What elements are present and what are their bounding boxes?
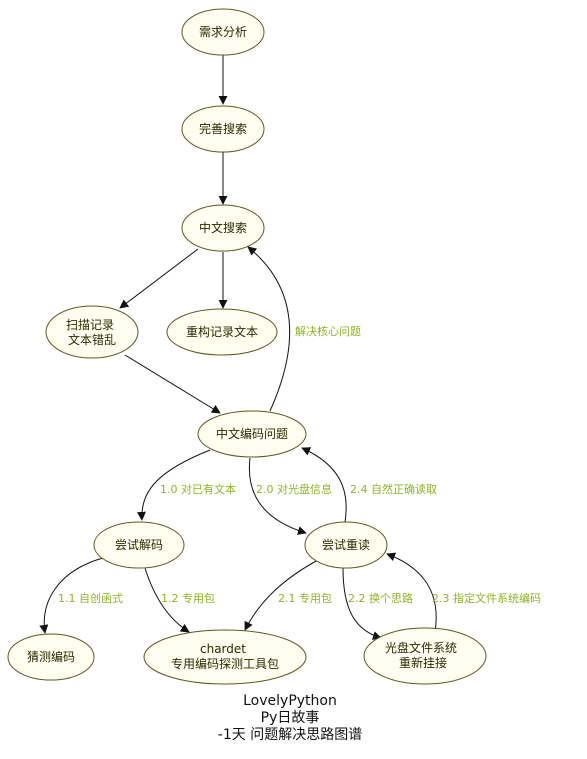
node-chardet: chardet 专用编码探测工具包 [143,629,307,685]
node-requirements-label: 需求分析 [199,25,247,39]
edge-try-reread-to-chardet [244,559,319,631]
edge-label-package-2: 2.1 专用包 [278,591,332,605]
edge-label-package-1: 1.2 专用包 [161,591,215,605]
node-try-reread-label: 尝试重读 [322,537,370,552]
node-encoding-problem-label: 中文编码问题 [216,426,288,441]
edge-label-disc-info: 2.0 对光盘信息 [256,482,332,496]
node-scan-records-line1: 扫描记录 [66,318,114,332]
edge-chinese-search-to-scan [119,248,199,309]
edge-label-own-function: 1.1 自创函式 [58,592,123,605]
edge-label-specify-fs: 2.3 指定文件系统编码 [432,591,541,605]
node-disc-fs-line2: 重新挂接 [399,655,447,670]
edge-label-another-idea: 2.2 换个思路 [348,591,413,605]
edge-label-existing-text: 1.0 对已有文本 [160,482,236,496]
node-rebuild-text-label: 重构记录文本 [186,324,258,339]
node-chardet-line2: 专用编码探测工具包 [171,656,279,671]
node-improve-search-label: 完善搜索 [199,121,247,136]
edge-encoding-to-try-reread [248,457,307,535]
node-scan-records: 扫描记录 文本错乱 [45,305,139,359]
edge-label-correct-read: 2.4 自然正确读取 [350,482,437,496]
edge-labels: 解决核心问题 1.0 对已有文本 2.0 对光盘信息 2.4 自然正确读取 1.… [58,324,541,605]
edge-label-core-problem: 解决核心问题 [295,324,361,338]
edge-encoding-to-try-decode [136,449,211,521]
node-try-decode-label: 尝试解码 [115,537,163,552]
node-scan-records-line2: 文本错乱 [68,332,116,347]
node-guess-encoding: 猜测编码 [7,633,95,681]
edge-encoding-to-chinese-search [247,246,291,412]
edge-try-decode-to-guess [39,557,104,634]
edge-try-decode-to-chardet [144,567,190,633]
node-improve-search: 完善搜索 [181,105,265,153]
node-rebuild-text: 重构记录文本 [166,308,278,356]
diagram-caption: LovelyPython Py日故事 -1天 问题解决思路图谱 [218,693,362,743]
node-chardet-line1: chardet [200,642,246,656]
caption-line3: -1天 问题解决思路图谱 [218,727,362,743]
edge-try-reread-to-disc-fs [342,567,382,640]
node-chinese-search: 中文搜索 [181,204,265,252]
node-try-reread: 尝试重读 [304,521,388,569]
node-encoding-problem: 中文编码问题 [197,410,307,458]
node-guess-encoding-label: 猜测编码 [27,649,75,664]
node-requirements: 需求分析 [181,8,265,56]
node-chinese-search-label: 中文搜索 [199,220,247,235]
node-disc-fs-line1: 光盘文件系统 [385,640,457,655]
edge-disc-fs-to-try-reread [386,552,437,633]
edges [39,55,437,640]
node-try-decode: 尝试解码 [93,521,185,569]
caption-line2: Py日故事 [261,710,320,726]
edge-scan-to-encoding [124,354,221,414]
caption-line1: LovelyPython [243,693,337,709]
edge-try-reread-to-encoding [301,447,347,523]
node-disc-fs: 光盘文件系统 重新挂接 [363,627,487,685]
